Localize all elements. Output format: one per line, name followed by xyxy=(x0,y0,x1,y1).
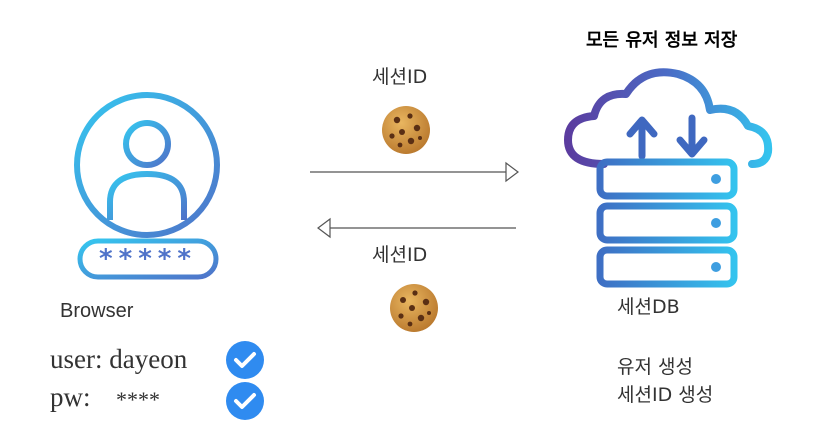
password-mask: ***** xyxy=(99,244,197,274)
server-step: 세션ID 생성 xyxy=(617,384,714,406)
user-avatar-icon xyxy=(74,92,220,238)
check-icon xyxy=(226,382,264,420)
response-label: 세션ID xyxy=(372,244,428,266)
cookie-icon xyxy=(390,284,438,332)
credentials-pw-value: **** xyxy=(116,387,160,412)
request-arrow xyxy=(310,161,519,183)
check-icon xyxy=(226,341,264,379)
credentials-pw-label: pw: xyxy=(50,382,91,412)
server-step: 유저 생성 xyxy=(617,356,693,378)
request-label: 세션ID xyxy=(372,66,428,88)
db-label: 세션DB xyxy=(617,296,680,318)
cloud-database-icon xyxy=(564,68,773,288)
browser-label: Browser xyxy=(60,300,134,322)
password-field-icon xyxy=(77,238,219,280)
cookie-icon xyxy=(382,106,430,154)
credentials-user: user: dayeon xyxy=(50,344,188,374)
db-title: 모든 유저 정보 저장 xyxy=(586,30,738,51)
response-arrow xyxy=(317,217,516,239)
